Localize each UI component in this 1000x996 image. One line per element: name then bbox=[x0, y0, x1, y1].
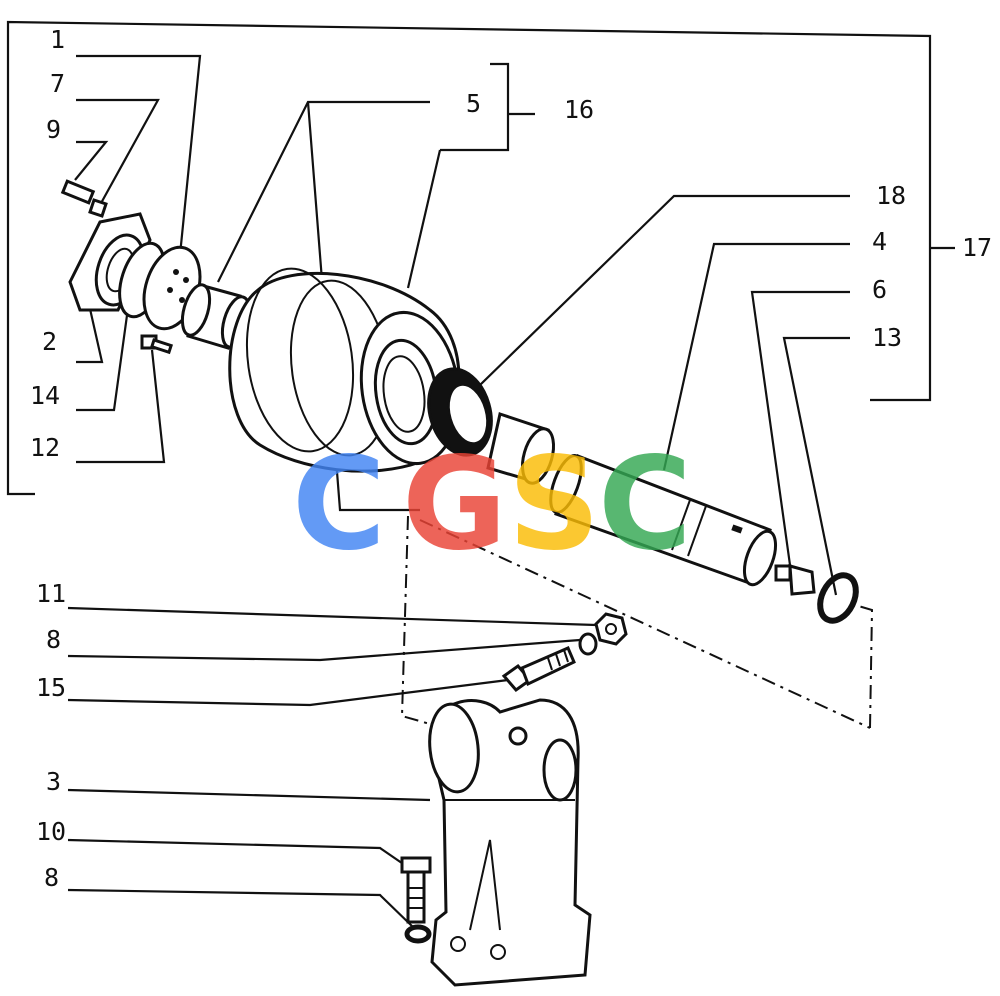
callout-3: 3 bbox=[46, 767, 61, 796]
roller-body-part-16 bbox=[228, 267, 461, 473]
nut-part-11 bbox=[594, 612, 628, 646]
callout-12: 12 bbox=[30, 433, 60, 462]
callout-17: 17 bbox=[962, 233, 992, 262]
watermark-letter-g: G bbox=[402, 430, 507, 579]
callout-11: 11 bbox=[36, 579, 66, 608]
watermark: C G S C bbox=[292, 430, 692, 579]
bushing-part-5-right bbox=[486, 412, 556, 485]
callout-8-lower: 8 bbox=[44, 863, 59, 892]
callout-10: 10 bbox=[36, 817, 66, 846]
o-ring-part-13 bbox=[817, 572, 859, 624]
callout-6: 6 bbox=[872, 275, 887, 304]
watermark-letter-s: S bbox=[508, 430, 600, 579]
washer-part-8-lower bbox=[404, 924, 432, 944]
washer-part-8-upper bbox=[578, 632, 598, 656]
callout-1: 1 bbox=[50, 25, 65, 54]
plug-part-6 bbox=[774, 563, 816, 596]
callout-8-upper: 8 bbox=[46, 625, 61, 654]
bolt-part-15 bbox=[501, 646, 576, 693]
shaft-part-4 bbox=[549, 454, 778, 587]
callout-labels: 1 7 9 5 16 18 4 17 6 13 2 14 12 11 8 15 … bbox=[30, 25, 992, 892]
assembly-brackets bbox=[6, 20, 955, 496]
watermark-letter-c1: C bbox=[292, 430, 386, 579]
seal-part-18 bbox=[427, 367, 493, 457]
callout-4: 4 bbox=[872, 227, 887, 256]
support-bracket-part-3 bbox=[428, 698, 592, 987]
centerlines bbox=[400, 515, 874, 729]
watermark-letter-c2: C bbox=[598, 430, 692, 579]
callout-16: 16 bbox=[564, 95, 594, 124]
callout-2: 2 bbox=[42, 327, 57, 356]
bolt-part-12 bbox=[140, 334, 174, 355]
callout-13: 13 bbox=[872, 323, 902, 352]
screw-part-9 bbox=[60, 179, 108, 218]
callout-18: 18 bbox=[876, 181, 906, 210]
callout-14: 14 bbox=[30, 381, 60, 410]
bolt-part-10 bbox=[400, 856, 432, 924]
callout-9: 9 bbox=[46, 115, 61, 144]
callout-15: 15 bbox=[36, 673, 66, 702]
callout-7: 7 bbox=[50, 69, 65, 98]
callout-5: 5 bbox=[466, 89, 481, 118]
